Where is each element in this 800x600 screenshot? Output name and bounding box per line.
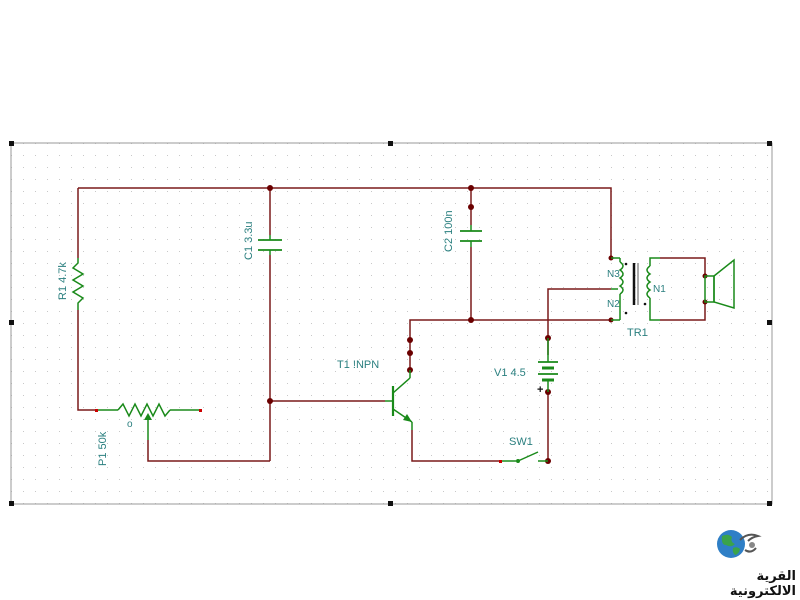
sheet-frame bbox=[10, 142, 773, 505]
tr1-n2-label: N2 bbox=[607, 299, 620, 310]
p1-potentiometer[interactable]: o P1 50k bbox=[95, 402, 202, 466]
junction-collector-2 bbox=[407, 350, 413, 356]
r1-p1-wire bbox=[77, 310, 96, 411]
t1-label: T1 !NPN bbox=[337, 359, 379, 371]
r1-label: R1 4.7k bbox=[57, 262, 69, 300]
c2-capacitor[interactable]: C2 100n bbox=[443, 210, 482, 252]
r1-resistor[interactable]: R1 4.7k bbox=[57, 258, 85, 310]
junction-c2-upper bbox=[468, 204, 474, 210]
top-rail-wire bbox=[78, 187, 612, 258]
frame-handles[interactable] bbox=[9, 141, 772, 506]
c1-capacitor[interactable]: C1 3.3u bbox=[243, 221, 282, 260]
v1-tr1-wire bbox=[547, 288, 611, 355]
junction-collector-rail bbox=[468, 317, 474, 323]
v1-label: V1 4.5 bbox=[494, 367, 526, 379]
junction-c1-top bbox=[267, 185, 273, 191]
speaker-icon[interactable] bbox=[704, 258, 735, 310]
p1-wiper-mark: o bbox=[127, 419, 133, 430]
c2-label: C2 100n bbox=[443, 210, 455, 252]
tr1-label: TR1 bbox=[627, 327, 648, 339]
v1-battery[interactable]: V1 4.5 + bbox=[494, 338, 558, 396]
n1-speaker-top-wire bbox=[660, 257, 706, 276]
logo-text: القرية الالكترونية bbox=[729, 569, 796, 599]
tr1-n3-label: N3 bbox=[607, 269, 620, 280]
sw1-label: SW1 bbox=[509, 436, 533, 448]
tr1-transformer[interactable]: N3 N2 N1 TR1 bbox=[607, 257, 666, 339]
sw1-switch[interactable]: SW1 bbox=[499, 436, 548, 463]
c1-label: C1 3.3u bbox=[243, 221, 255, 260]
tr1-n1-label: N1 bbox=[653, 284, 666, 295]
p1-wiper-wire bbox=[147, 440, 270, 462]
n1-speaker-bottom-wire bbox=[660, 302, 706, 321]
wires bbox=[77, 187, 706, 462]
junction-collector-1 bbox=[407, 337, 413, 343]
v1-plus-mark: + bbox=[537, 384, 543, 396]
t1-transistor[interactable]: T1 !NPN bbox=[337, 359, 413, 430]
p1-label: P1 50k bbox=[97, 431, 109, 466]
junction-base bbox=[267, 398, 273, 404]
junction-c2-top bbox=[468, 185, 474, 191]
emitter-sw1-wire bbox=[411, 430, 500, 462]
logo-globe-icon bbox=[717, 530, 762, 558]
